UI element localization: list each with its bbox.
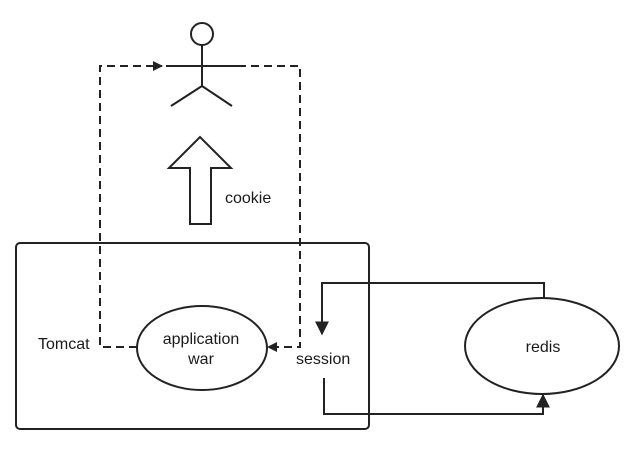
cookie-up-arrow-icon	[166, 135, 234, 225]
application-label-line2: war	[187, 351, 214, 368]
tomcat-container	[15, 242, 370, 430]
session-to-redis-arrow	[323, 378, 550, 415]
application-war-node	[136, 305, 268, 391]
cookie-label: cookie	[225, 190, 271, 207]
application-label-line1: application	[163, 331, 240, 348]
redis-to-session-arrow	[315, 282, 545, 336]
request-response-dashed-path	[99, 61, 301, 352]
user-actor-icon	[166, 22, 238, 107]
tomcat-label: Tomcat	[38, 336, 90, 353]
session-label: session	[296, 351, 350, 368]
redis-label: redis	[526, 339, 561, 356]
